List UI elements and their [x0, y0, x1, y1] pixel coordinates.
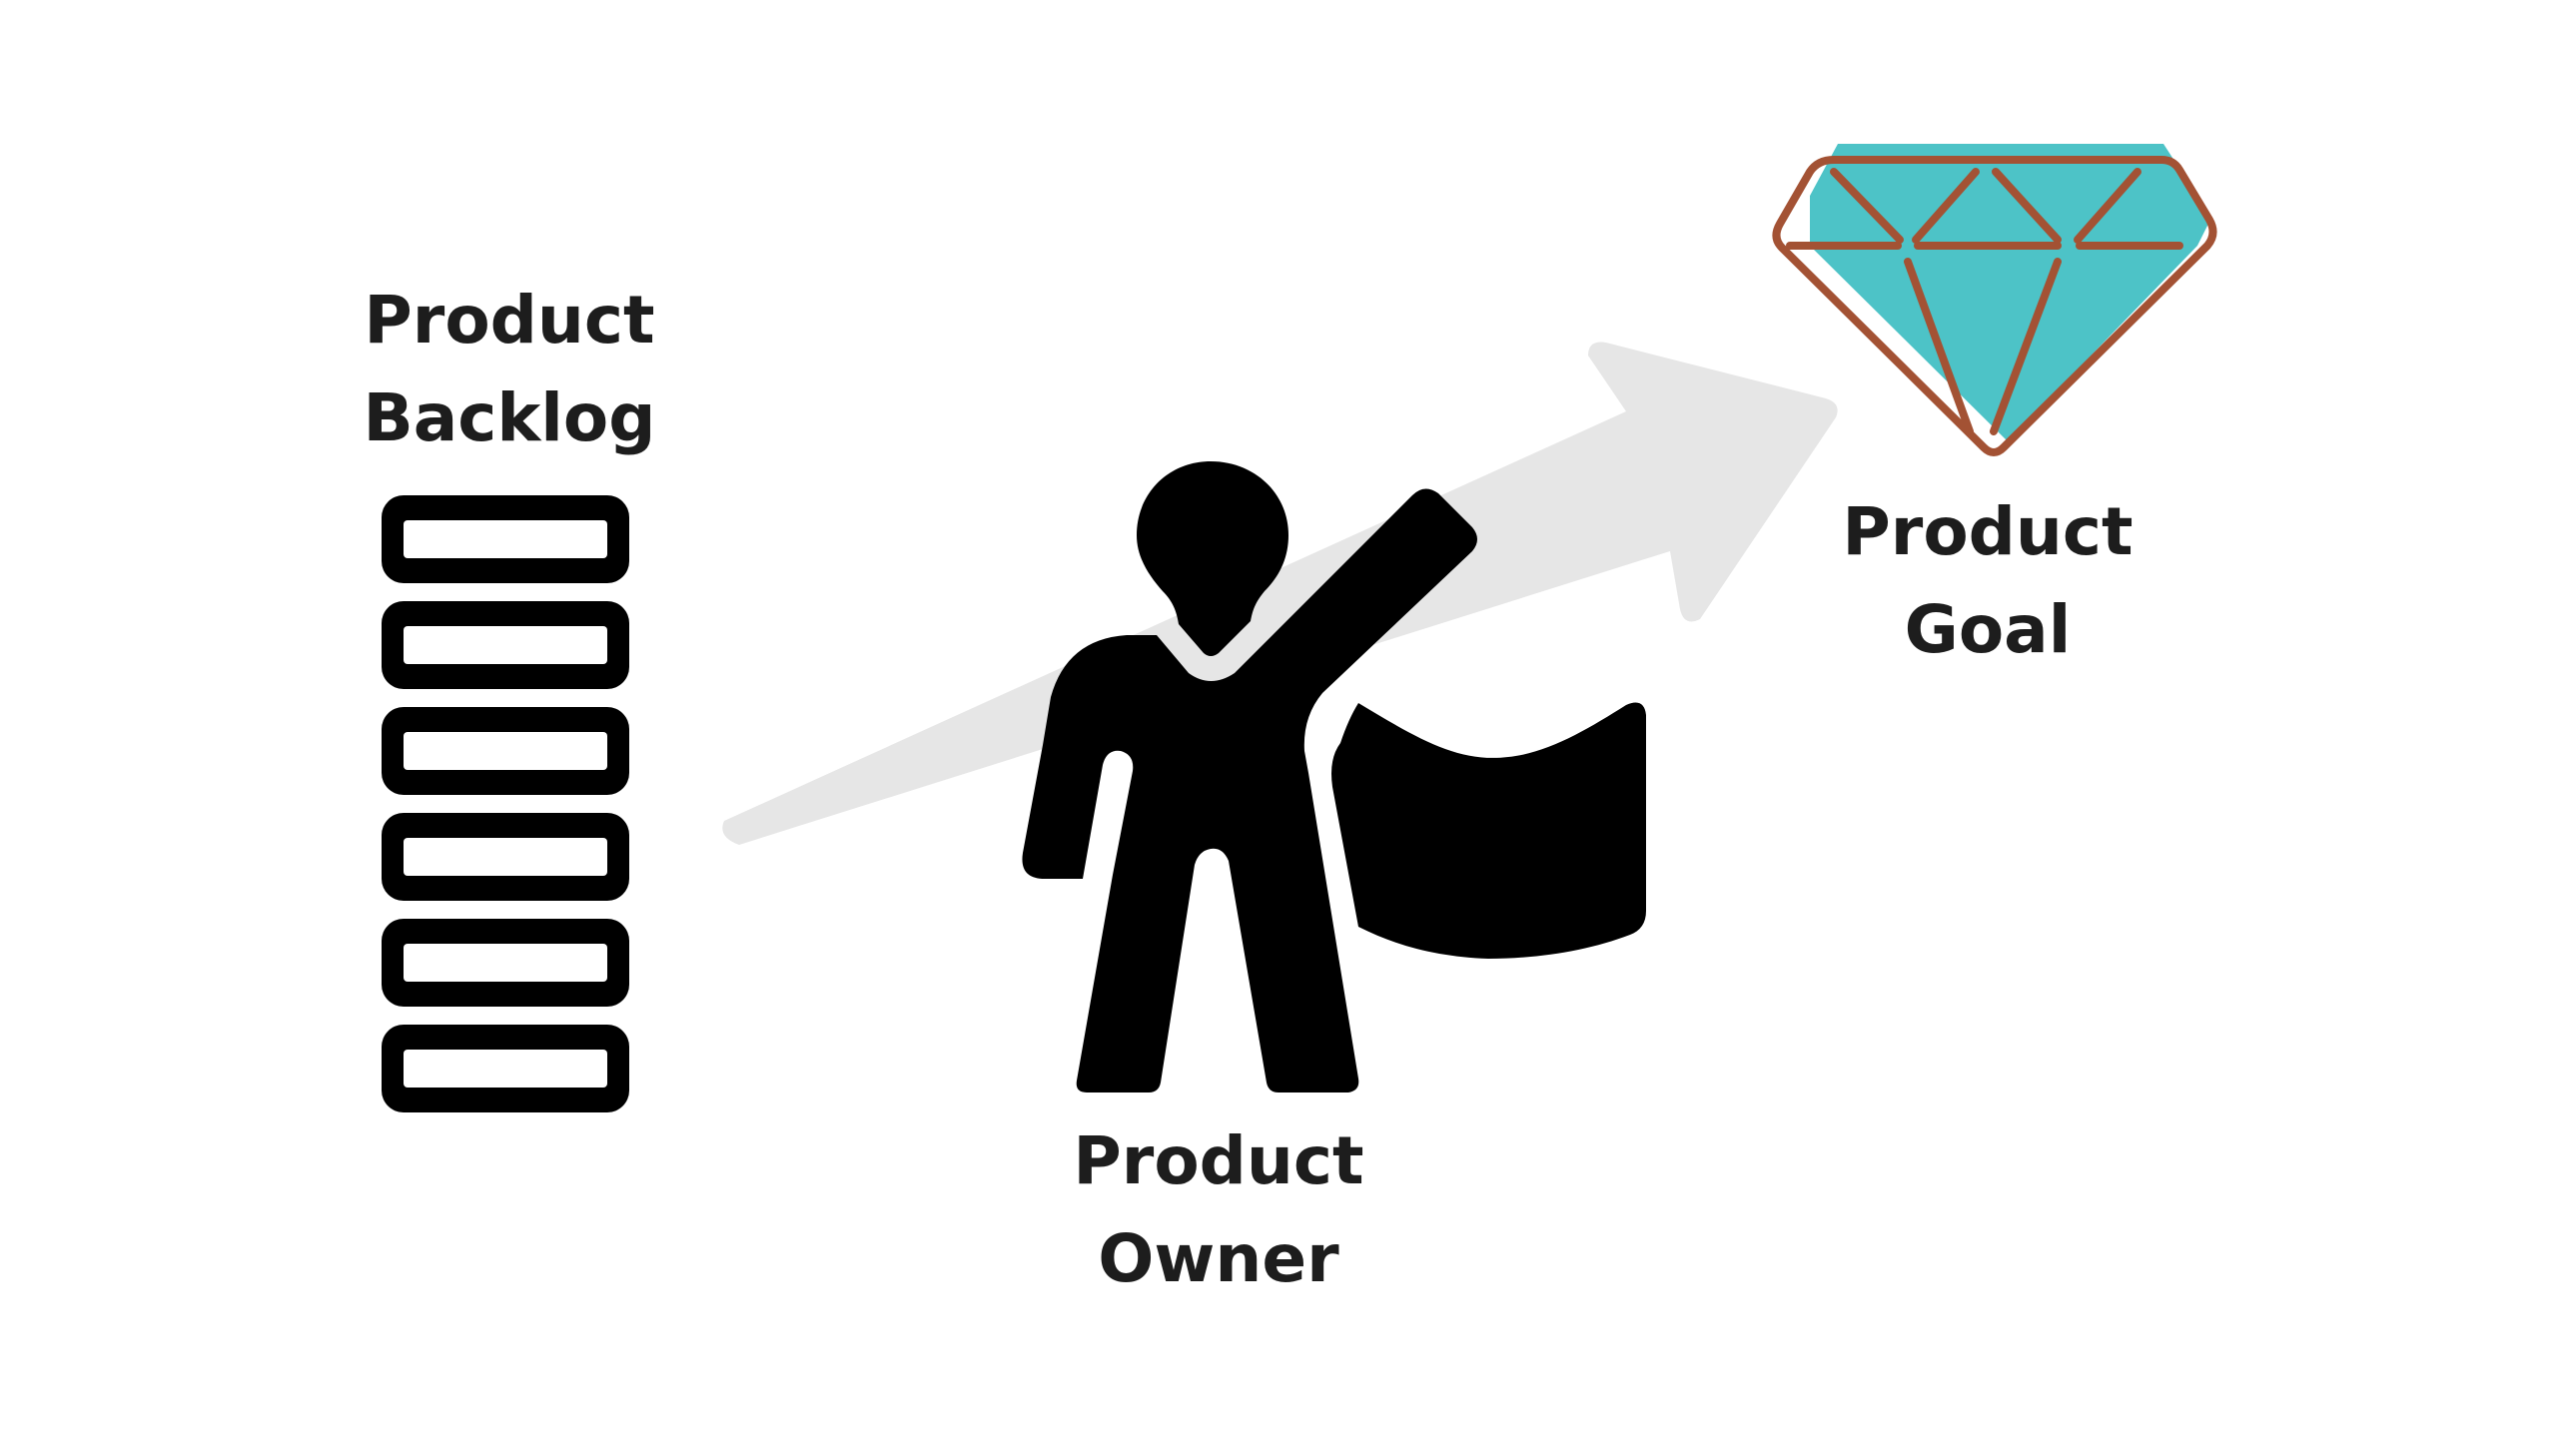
backlog-item-slot — [404, 838, 607, 876]
product-owner-label: Product Owner — [1019, 1112, 1418, 1308]
growth-arrow — [722, 342, 1838, 845]
backlog-item-slot — [404, 1050, 607, 1088]
product-owner-label-line1: Product — [1073, 1122, 1364, 1199]
product-backlog-label-line1: Product — [364, 282, 655, 359]
product-goal-label: Product Goal — [1788, 483, 2187, 679]
backlog-stack-icon — [382, 495, 629, 1112]
product-goal-label-line2: Goal — [1904, 591, 2072, 668]
product-backlog-label: Product Backlog — [310, 272, 709, 467]
diamond-outline — [1772, 156, 2217, 456]
product-backlog-label-line2: Backlog — [363, 379, 656, 456]
backlog-item-slot — [404, 732, 607, 770]
product-goal-label-line1: Product — [1842, 493, 2133, 570]
backlog-item-slot — [404, 520, 607, 558]
owner-body — [1022, 488, 1477, 1092]
owner-cape — [1331, 702, 1646, 959]
product-owner-label-line2: Owner — [1098, 1220, 1339, 1297]
owner-head — [1137, 461, 1288, 656]
arrow-shape — [722, 342, 1838, 845]
diamond-fill — [1810, 144, 2211, 441]
product-owner-icon — [1022, 461, 1646, 1092]
product-goal-diamond-icon — [1772, 144, 2217, 456]
backlog-item-slot — [404, 944, 607, 982]
backlog-item-slot — [404, 626, 607, 664]
